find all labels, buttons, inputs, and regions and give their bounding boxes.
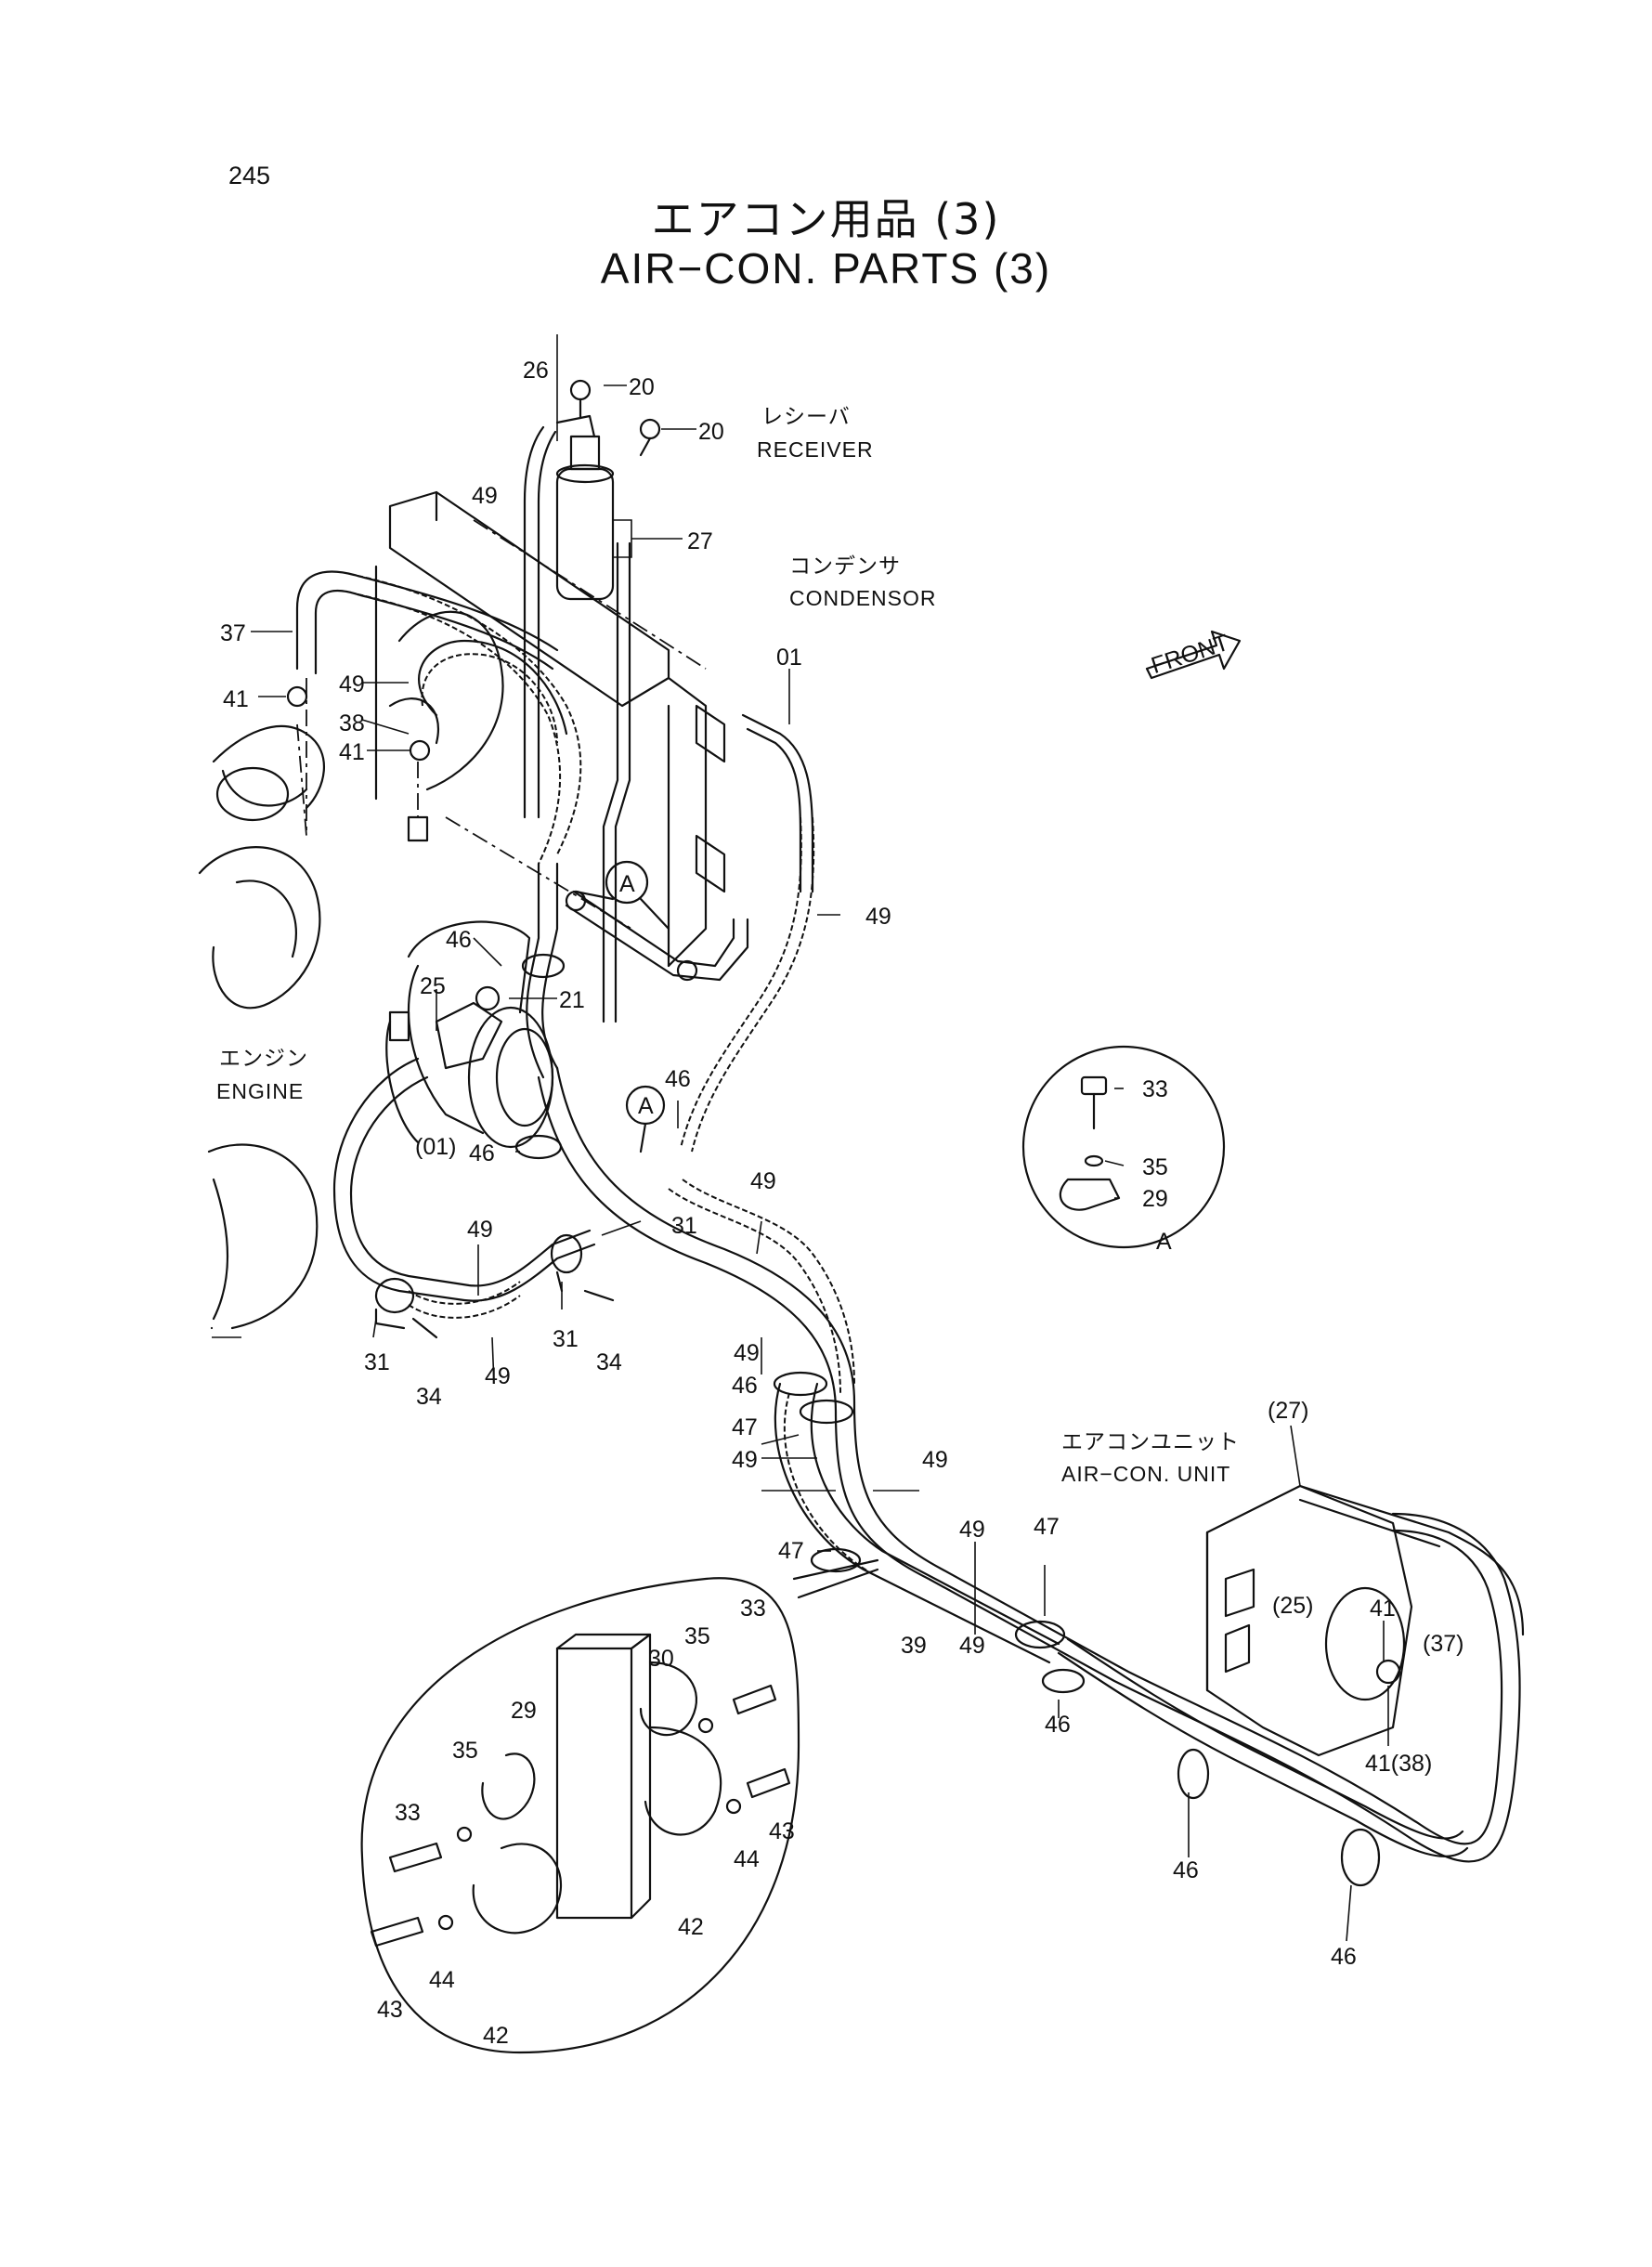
part-31-mid: 31 (553, 1326, 579, 1352)
part-37-paren: (37) (1423, 1631, 1463, 1657)
part-01: 01 (776, 645, 802, 671)
part-47-upper: 47 (732, 1414, 758, 1440)
engine-label-en: ENGINE (216, 1079, 304, 1103)
page-title-english: AIR−CON. PARTS (3) (600, 244, 1052, 293)
detail-a-part-35: 35 (1142, 1154, 1168, 1180)
detail-a-inset (1021, 1045, 1226, 1249)
part-41-upper: 41 (223, 686, 249, 712)
part-49-right: 49 (865, 904, 891, 930)
part-25: 25 (420, 973, 446, 999)
part-41-38: 41(38) (1365, 1751, 1432, 1777)
part-46-a: 46 (665, 1066, 691, 1092)
component-labels: レシーバ RECEIVER コンデンサ CONDENSOR エンジン ENGIN… (216, 404, 1240, 1486)
clamp-detail-44-left: 44 (429, 1967, 455, 1993)
part-34-right: 34 (596, 1349, 622, 1375)
part-49-lowerleft: 49 (467, 1217, 493, 1243)
callout-a-lower: A (638, 1093, 654, 1119)
leader-lines (251, 334, 1389, 1942)
part-49-top: 49 (472, 483, 498, 509)
aircon-unit-label-en: AIR−CON. UNIT (1061, 1462, 1230, 1486)
part-49-left: 49 (339, 671, 365, 697)
part-46-hose: 46 (732, 1373, 758, 1399)
page-title-japanese: エアコン用品 (3) (651, 194, 1001, 244)
part-49-col-top: 49 (959, 1517, 985, 1543)
receiver-label-jp: レシーバ (761, 404, 851, 428)
aircon-unit-label-jp: エアコンユニット (1061, 1429, 1240, 1453)
part-34-left: 34 (416, 1384, 442, 1410)
part-number-labels: 26 20 20 49 27 37 01 41 49 38 41 49 46 2… (220, 358, 1463, 2049)
part-37: 37 (220, 620, 246, 646)
part-49-mid: 49 (750, 1168, 776, 1194)
part-27-paren: (27) (1268, 1398, 1308, 1424)
part-20-lower: 20 (698, 419, 724, 445)
part-46-upper: 46 (446, 927, 472, 953)
detail-a-part-29: 29 (1142, 1186, 1168, 1212)
part-46-lower: 46 (1173, 1857, 1199, 1883)
part-49-bottom: 49 (485, 1363, 511, 1389)
clamp-detail-oval (360, 1558, 879, 2054)
page-number: 245 (228, 162, 271, 189)
receiver (523, 379, 661, 1023)
engine-label-jp: エンジン (219, 1046, 308, 1070)
hose-01-right (680, 713, 815, 1153)
front-arrow-icon: FRONT (1145, 630, 1242, 679)
pipe-a-segment (565, 860, 749, 1153)
clamp-detail-43-left: 43 (377, 1997, 403, 2023)
condensor-label-jp: コンデンサ (789, 554, 901, 578)
callout-a-upper: A (619, 871, 635, 897)
hose-lower-loop (332, 1057, 596, 1319)
condensor-frame (374, 490, 726, 968)
clamp-detail-35-left: 35 (452, 1738, 478, 1764)
part-25-paren: (25) (1272, 1593, 1313, 1619)
hose-run-main (537, 1066, 1521, 1863)
condensor-label-en: CONDENSOR (789, 586, 937, 610)
part-31-upper: 31 (671, 1213, 697, 1239)
part-49-col-bottom: 49 (959, 1633, 985, 1659)
part-21: 21 (559, 987, 585, 1013)
clamp-detail-29: 29 (511, 1698, 537, 1724)
air-con-unit (1205, 1484, 1525, 1757)
clamp-detail-33-left: 33 (395, 1800, 421, 1826)
part-46-mid: 46 (469, 1140, 495, 1166)
clamp-detail-43-right: 43 (769, 1818, 795, 1844)
part-27: 27 (687, 528, 713, 554)
clamp-detail-42-right: 42 (678, 1914, 704, 1940)
detail-a-caption: A (1156, 1229, 1172, 1255)
part-20-upper: 20 (629, 374, 655, 400)
clamps (374, 953, 1381, 1887)
part-49-vertical: 49 (734, 1340, 760, 1366)
clamp-detail-30: 30 (648, 1646, 674, 1672)
part-41-unit: 41 (1370, 1596, 1396, 1622)
engine-outline (198, 723, 326, 1338)
part-38: 38 (339, 710, 365, 736)
clamp-detail-44-right: 44 (734, 1846, 760, 1872)
compressor (385, 920, 554, 1149)
part-26: 26 (523, 358, 549, 384)
part-49-hose-right: 49 (922, 1447, 948, 1473)
clamp-detail-42-left: 42 (483, 2023, 509, 2049)
front-label: FRONT (1148, 630, 1232, 679)
part-39: 39 (901, 1633, 927, 1659)
part-46-bottom: 46 (1331, 1944, 1357, 1970)
part-47-right: 47 (1034, 1514, 1060, 1540)
clamp-detail-33-right: 33 (740, 1596, 766, 1622)
receiver-label-en: RECEIVER (757, 437, 874, 462)
detail-a-part-33: 33 (1142, 1076, 1168, 1102)
part-49-hose-left: 49 (732, 1447, 758, 1473)
clamp-detail-35-right: 35 (684, 1623, 710, 1649)
part-46-unit: 46 (1045, 1712, 1071, 1738)
part-01-paren: (01) (415, 1134, 456, 1160)
part-41-lower: 41 (339, 739, 365, 765)
part-31-left: 31 (364, 1349, 390, 1375)
part-47-mid: 47 (778, 1538, 804, 1564)
